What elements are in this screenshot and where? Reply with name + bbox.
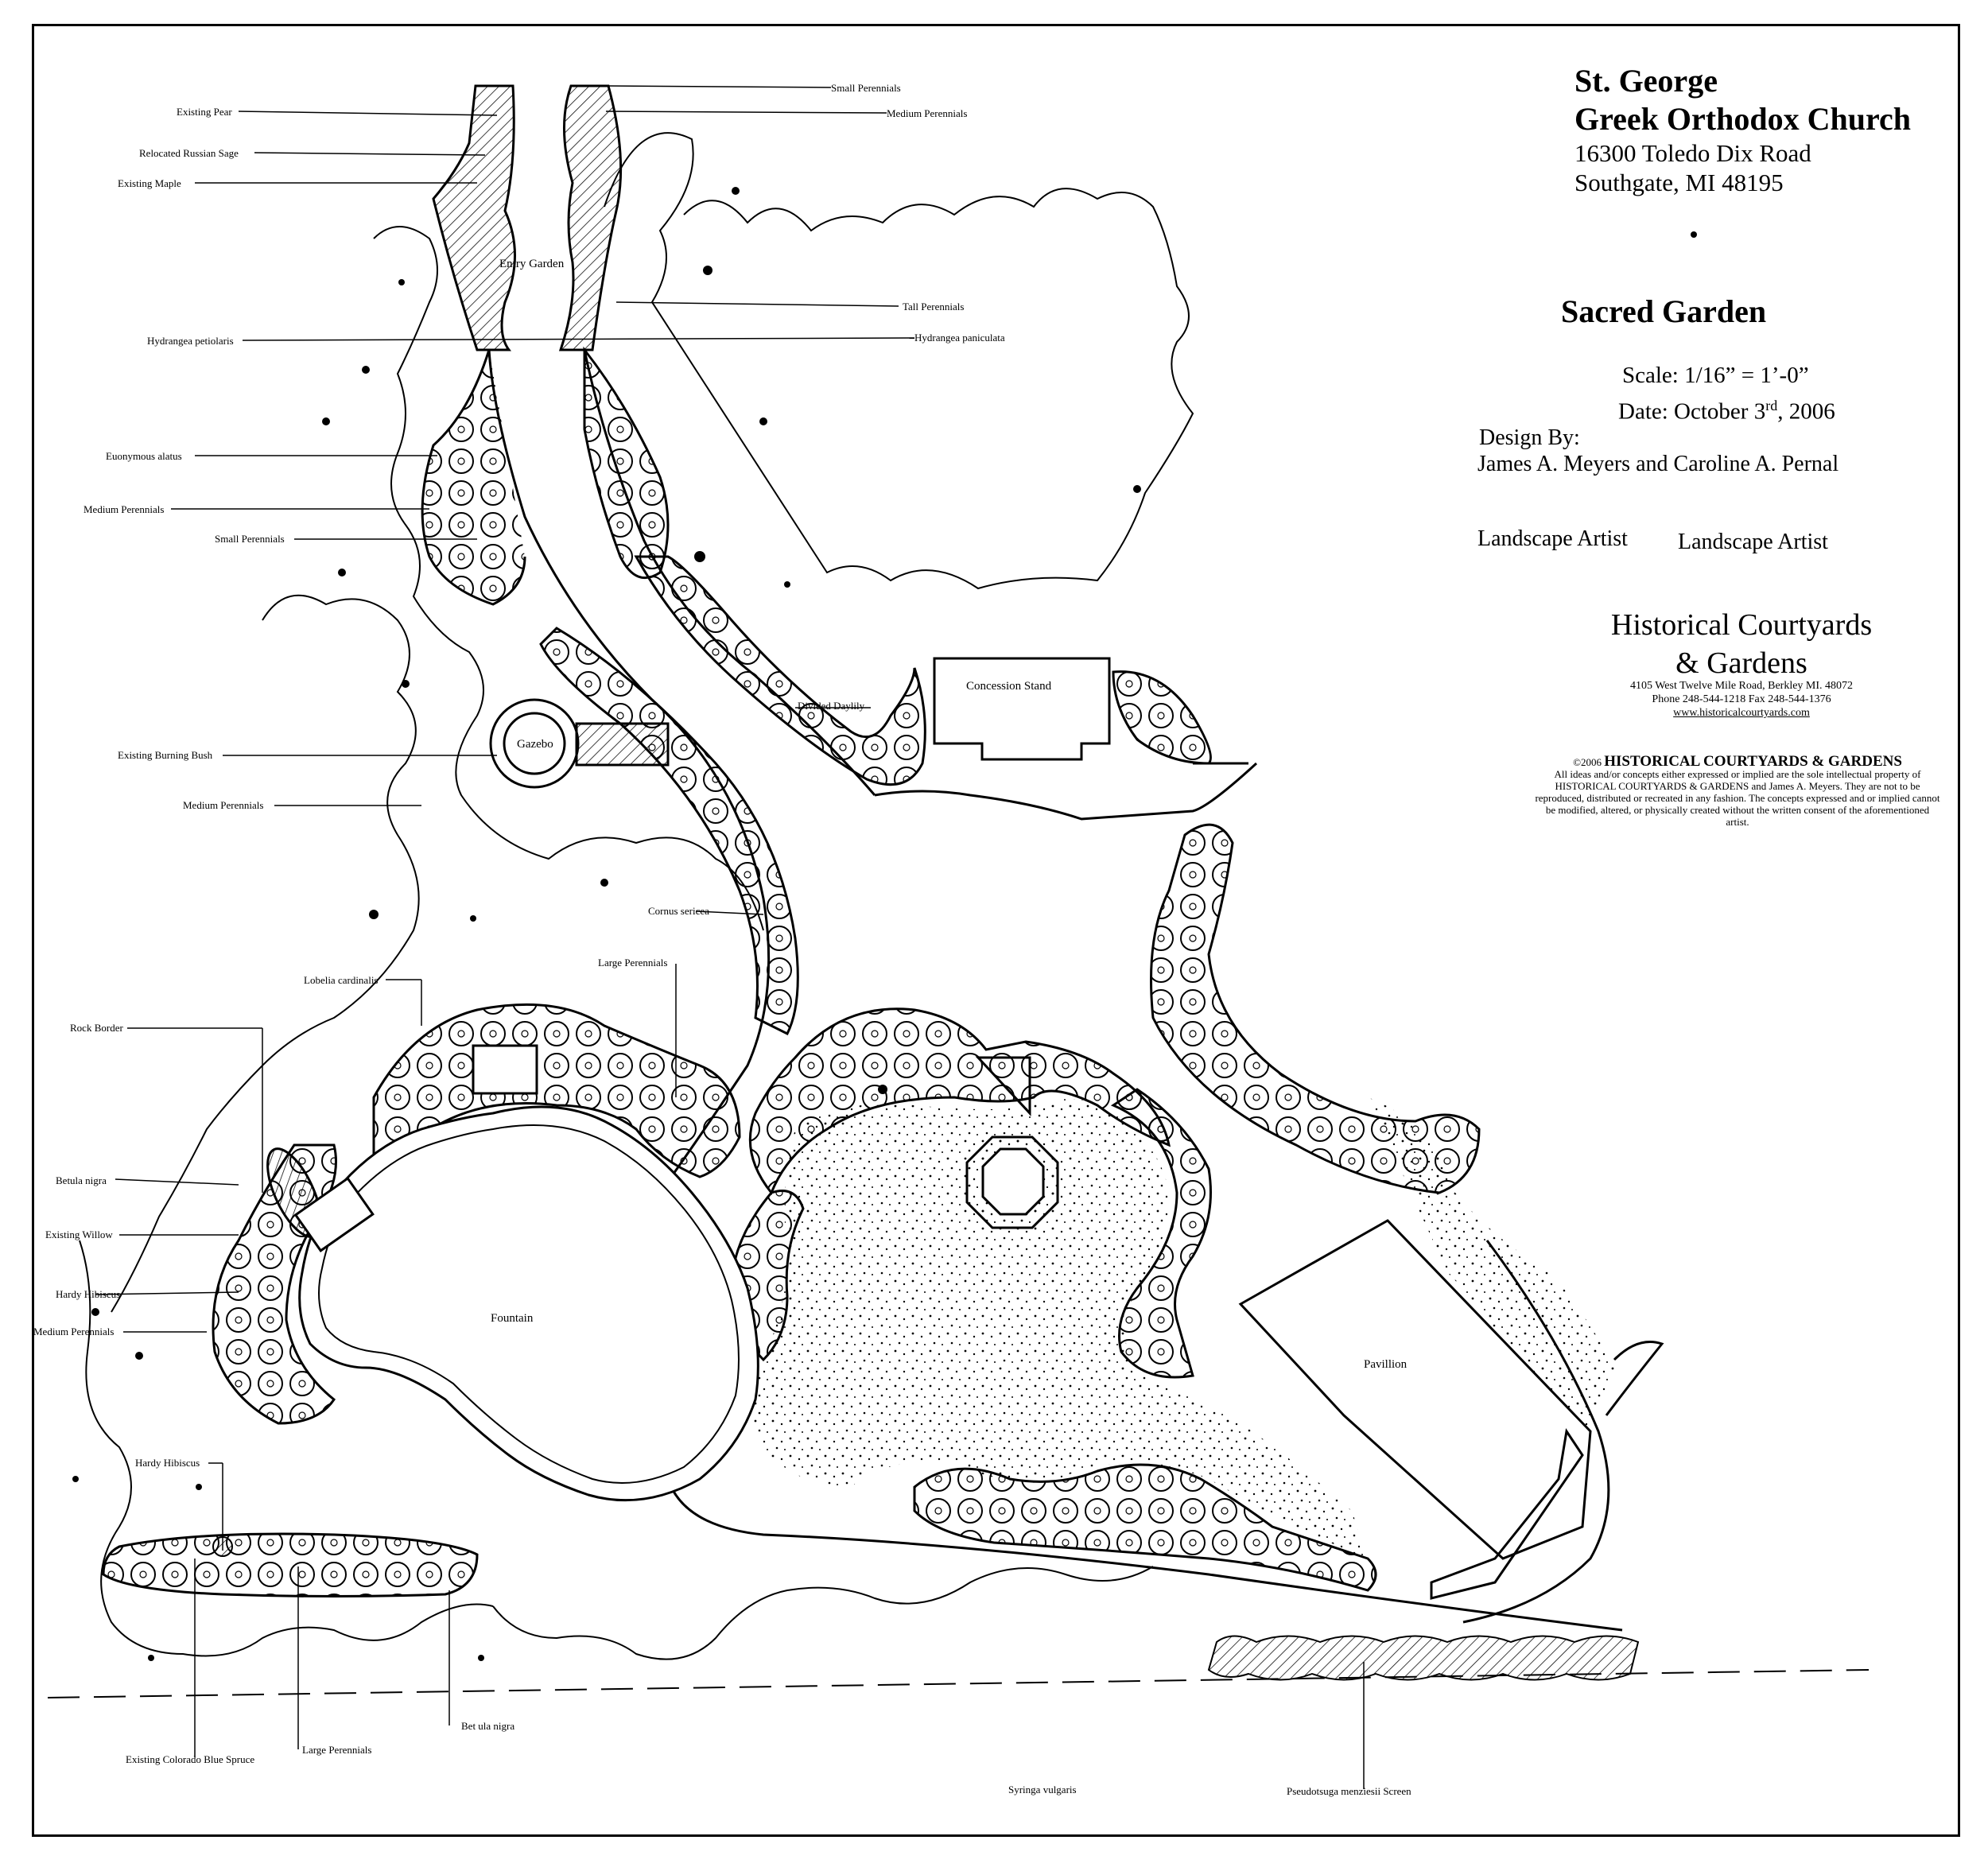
- fountain-bridge: [293, 1176, 375, 1252]
- design-by-label: Design By:: [1479, 425, 1580, 450]
- label-large-perennials-mid: Large Perennials: [598, 957, 668, 969]
- area-fountain: Fountain: [491, 1312, 534, 1325]
- canopy-left-mid: [111, 594, 420, 1313]
- church-address-line2: Southgate, MI 48195: [1574, 169, 1784, 196]
- label-pseudotsuga-menziesii-screen: Pseudotsuga menziesii Screen: [1287, 1785, 1411, 1797]
- hedge-plaza-south: [913, 1463, 1377, 1592]
- label-medium-perennials-left: Medium Perennials: [83, 503, 165, 515]
- canopy-upper-right: [604, 132, 1194, 590]
- pavillion-stipple: [1368, 1097, 1614, 1431]
- property-line: [47, 1669, 1870, 1698]
- label-hydrangea-paniculata: Hydrangea paniculata: [914, 332, 1005, 344]
- label-large-perennials-bottom: Large Perennials: [302, 1744, 372, 1756]
- label-existing-colorado-blue-spruce: Existing Colorado Blue Spruce: [126, 1753, 255, 1765]
- church-address-line1: 16300 Toledo Dix Road: [1574, 139, 1811, 167]
- hedge-bottom-bed: [102, 1532, 479, 1597]
- copyright-notice: ©2006 HISTORICAL COURTYARDS & GARDENS Al…: [1535, 753, 1940, 828]
- pavillion-structure: [1238, 1219, 1664, 1624]
- drawing-border: [32, 24, 1960, 1837]
- label-rock-border: Rock Border: [70, 1022, 123, 1034]
- area-gazebo: Gazebo: [517, 738, 553, 751]
- label-hardy-hibiscus-left: Hardy Hibiscus: [56, 1288, 121, 1300]
- label-medium-perennials-mid: Medium Perennials: [183, 799, 264, 811]
- area-concession-stand: Concession Stand: [966, 680, 1052, 693]
- entry-bed-right: [558, 84, 623, 351]
- octagon-feature: [965, 1056, 1059, 1229]
- entry-bed-left: [432, 84, 516, 351]
- fountain-top-structure: [472, 1044, 538, 1095]
- label-existing-burning-bush: Existing Burning Bush: [118, 749, 213, 761]
- hedge-east-snake: [1150, 823, 1481, 1194]
- scale-text: Scale: 1/16” = 1’-0”: [1622, 363, 1809, 388]
- tree-canopy-outlines: [79, 132, 1194, 1660]
- plaza-stipple: [751, 1099, 1368, 1559]
- canopy-left-upper: [373, 226, 764, 931]
- gazebo-structure: [489, 698, 670, 789]
- area-pavillion: Pavillion: [1364, 1358, 1408, 1371]
- label-existing-maple: Existing Maple: [118, 177, 181, 189]
- date-text: Date: October 3rd, 2006: [1618, 398, 1835, 425]
- church-name-line2: Greek Orthodox Church: [1574, 101, 1911, 137]
- label-small-perennials-top: Small Perennials: [831, 82, 901, 94]
- label-hardy-hibiscus-bottom: Hardy Hibiscus: [135, 1457, 200, 1469]
- company-name: Historical Courtyards & Gardens: [1610, 608, 1873, 680]
- label-existing-willow: Existing Willow: [45, 1229, 113, 1240]
- role-1: Landscape Artist: [1477, 526, 1628, 551]
- hedge-borders: [102, 555, 1481, 1597]
- hedge-upper-right: [634, 555, 926, 786]
- hibiscus-accent: [212, 1536, 233, 1557]
- label-existing-pear: Existing Pear: [177, 106, 232, 118]
- label-leader-lines: [95, 85, 1365, 1789]
- concession-stand-building: [933, 657, 1111, 761]
- label-lobelia-cardinalis: Lobelia cardinalis: [304, 974, 379, 986]
- garden-title: Sacred Garden: [1561, 293, 1767, 329]
- canopy-left-lower: [79, 1240, 494, 1657]
- label-tall-perennials: Tall Perennials: [903, 301, 965, 312]
- label-cornus-sericea: Cornus sericea: [648, 905, 709, 917]
- area-entry-garden: Entry Garden: [499, 258, 565, 270]
- hedge-fountain-north: [372, 1003, 741, 1181]
- label-medium-perennials-top: Medium Perennials: [887, 107, 968, 119]
- entry-bed-left-lower: [421, 349, 526, 606]
- designers-line: James A. Meyers and Caroline A. Pernal: [1477, 452, 1839, 476]
- label-divided-daylily: Divided Daylily: [798, 700, 865, 712]
- canopy-bottom: [492, 1566, 1154, 1660]
- label-relocated-russian-sage: Relocated Russian Sage: [139, 147, 239, 159]
- church-name-line1: St. George: [1574, 63, 1718, 99]
- label-euonymous-alatus: Euonymous alatus: [106, 450, 182, 462]
- label-syringa-vulgaris: Syringa vulgaris: [1008, 1784, 1077, 1795]
- existing-tree-dots: [72, 187, 1697, 1661]
- label-small-perennials-left: Small Perennials: [215, 533, 285, 545]
- label-betula-nigra-left: Betula nigra: [56, 1174, 107, 1186]
- role-2: Landscape Artist: [1678, 530, 1828, 554]
- hedge-plaza-east: [1110, 1088, 1212, 1379]
- label-hydrangea-petiolaris: Hydrangea petiolaris: [147, 335, 234, 347]
- label-medium-perennials-bottom: Medium Perennials: [33, 1326, 115, 1337]
- entry-garden-beds: [421, 84, 670, 606]
- walk-right-branch: [874, 762, 1258, 821]
- company-contact: 4105 West Twelve Mile Road, Berkley MI. …: [1629, 680, 1854, 719]
- label-betula-nigra-bottom: Bet ula nigra: [461, 1720, 515, 1732]
